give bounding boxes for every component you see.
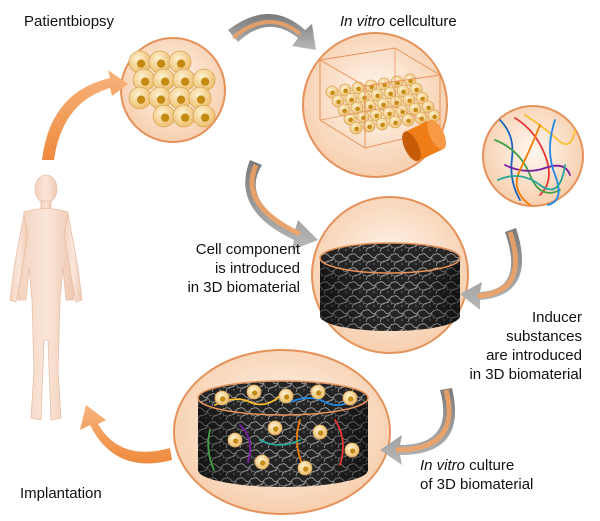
label-inducer-substances: Inducer substances are introduced in 3D … (469, 309, 582, 383)
biopsy-cell (128, 86, 152, 110)
culture-cell (363, 99, 377, 113)
biopsy-cell (152, 104, 176, 128)
label-in-vitro-culture-3d: In vitro culture of 3D biomaterial (420, 456, 533, 494)
label-in-vitro-culture-3d-italic: In vitro (420, 457, 466, 474)
cell-cluster-icon (128, 50, 216, 128)
biopsy-cell (148, 86, 172, 110)
seeded-cell (312, 424, 328, 440)
culture-cell (382, 106, 396, 120)
culture-cell (415, 91, 429, 105)
arrow-scaffold-to-seeded (380, 388, 456, 465)
biopsy-cell (192, 104, 216, 128)
arrow-biopsy-to-culture (228, 14, 316, 50)
culture-cell (409, 82, 423, 96)
culture-cell (389, 95, 403, 109)
seeded-cell (344, 442, 360, 458)
label-implantation: Implantation (20, 485, 102, 502)
seeded-cell (246, 384, 262, 400)
arrow-human-to-biopsy (42, 70, 128, 160)
seeded-cell (227, 432, 243, 448)
biopsy-cell (132, 68, 156, 92)
culture-cell (421, 100, 435, 114)
culture-cell (344, 92, 358, 106)
label-in-vitro-culture-3d-rest: culture of 3D biomaterial (420, 457, 534, 493)
seeded-cell (297, 460, 313, 476)
arrow-seeded-to-implant (80, 405, 172, 464)
label-in-vitro-cellculture: In vitro cellculture (340, 12, 457, 31)
culture-cell (396, 84, 410, 98)
culture-cell (390, 75, 404, 89)
culture-cell (349, 121, 363, 135)
culture-cell (337, 103, 351, 117)
culture-cell (376, 97, 390, 111)
culture-cell (377, 77, 391, 91)
culture-cell (325, 85, 339, 99)
culture-cell (375, 117, 389, 131)
human-silhouette-icon (9, 174, 83, 421)
label-in-vitro-cellculture-rest: cellculture (385, 13, 457, 30)
label-cell-component: Cell component is introduced in 3D bioma… (187, 241, 300, 296)
culture-cell (350, 101, 364, 115)
fiber-bundle-icon (494, 114, 576, 206)
scaffold-cylinder-icon (319, 242, 461, 331)
seeded-cell (310, 384, 326, 400)
biopsy-cell (168, 50, 192, 74)
culture-cell (357, 90, 371, 104)
culture-cell (402, 93, 416, 107)
culture-cell (388, 115, 402, 129)
arrow-inducer-to-scaffold (460, 228, 523, 310)
culture-cell (362, 119, 376, 133)
label-in-vitro-cellculture-italic: In vitro (340, 13, 386, 30)
seeded-cell (267, 420, 283, 436)
culture-flask-icon (319, 47, 447, 162)
culture-cell (414, 111, 428, 125)
label-patient-biopsy: Patientbiopsy (24, 13, 115, 30)
biopsy-cell (128, 50, 152, 74)
biopsy-cell (188, 86, 212, 110)
seeded-cell (214, 390, 230, 406)
culture-cell (369, 108, 383, 122)
seeded-cell (278, 388, 294, 404)
seeded-cell (342, 390, 358, 406)
biopsy-cell (172, 104, 196, 128)
culture-cell (338, 83, 352, 97)
culture-cell (343, 112, 357, 126)
culture-cell (401, 113, 415, 127)
culture-cell (331, 94, 345, 108)
seeded-scaffold-icon (197, 380, 369, 487)
culture-cell (408, 102, 422, 116)
culture-cell (370, 88, 384, 102)
seeded-cell (254, 454, 270, 470)
arrow-culture-to-scaffold (245, 160, 318, 250)
culture-cell (383, 86, 397, 100)
